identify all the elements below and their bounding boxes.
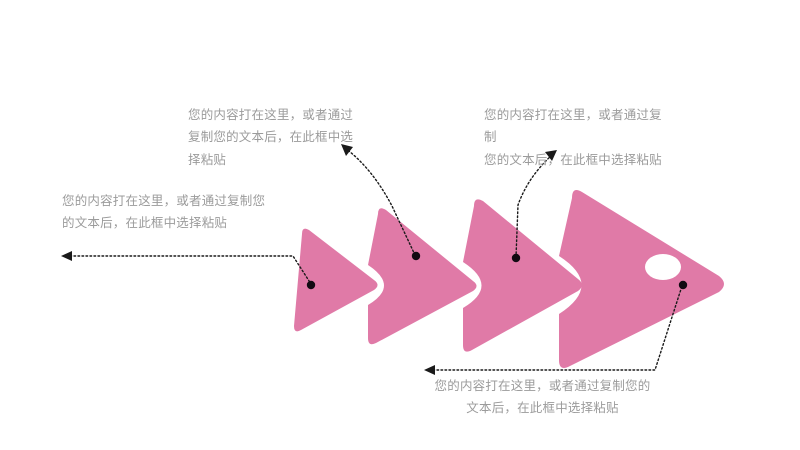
leader-line-top-right	[515, 154, 553, 258]
arrowhead-bottom	[424, 365, 435, 375]
arrowhead-top-middle	[341, 144, 353, 156]
callout-bottom[interactable]: 您的内容打在这里，或者通过复制您的 文本后，在此框中选择粘贴	[434, 379, 651, 416]
triangle-arrow[interactable]	[294, 228, 378, 332]
fish-head-arrow[interactable]	[559, 190, 724, 368]
leader-lines	[65, 147, 683, 371]
callout-left[interactable]: 您的内容打在这里，或者通过复制您 的文本后，在此框中选择粘贴	[62, 194, 266, 231]
callout-top-right[interactable]: 您的内容打在这里，或者通过复制 您的文本后，在此框中选择粘贴	[484, 108, 662, 167]
chevron-arrow-3[interactable]	[463, 199, 582, 352]
endpoint-dot-3	[511, 253, 521, 263]
leader-line-bottom	[428, 285, 683, 371]
chevron-arrow-2[interactable]	[368, 208, 477, 345]
arrowhead-left	[61, 251, 72, 261]
endpoint-dot-1	[306, 280, 316, 290]
callout-top-middle[interactable]: 您的内容打在这里，或者通过 复制您的文本后，在此框中选 择粘贴	[188, 108, 354, 167]
endpoint-dot-4	[678, 280, 688, 290]
arrow-group	[294, 190, 724, 368]
leader-line-top-middle	[344, 147, 416, 256]
leader-endpoints	[306, 251, 688, 290]
fish-eye	[645, 254, 681, 280]
leader-arrowheads	[61, 144, 557, 375]
arrowhead-top-right	[545, 150, 557, 161]
endpoint-dot-2	[411, 251, 421, 261]
leader-line-left	[65, 255, 312, 285]
